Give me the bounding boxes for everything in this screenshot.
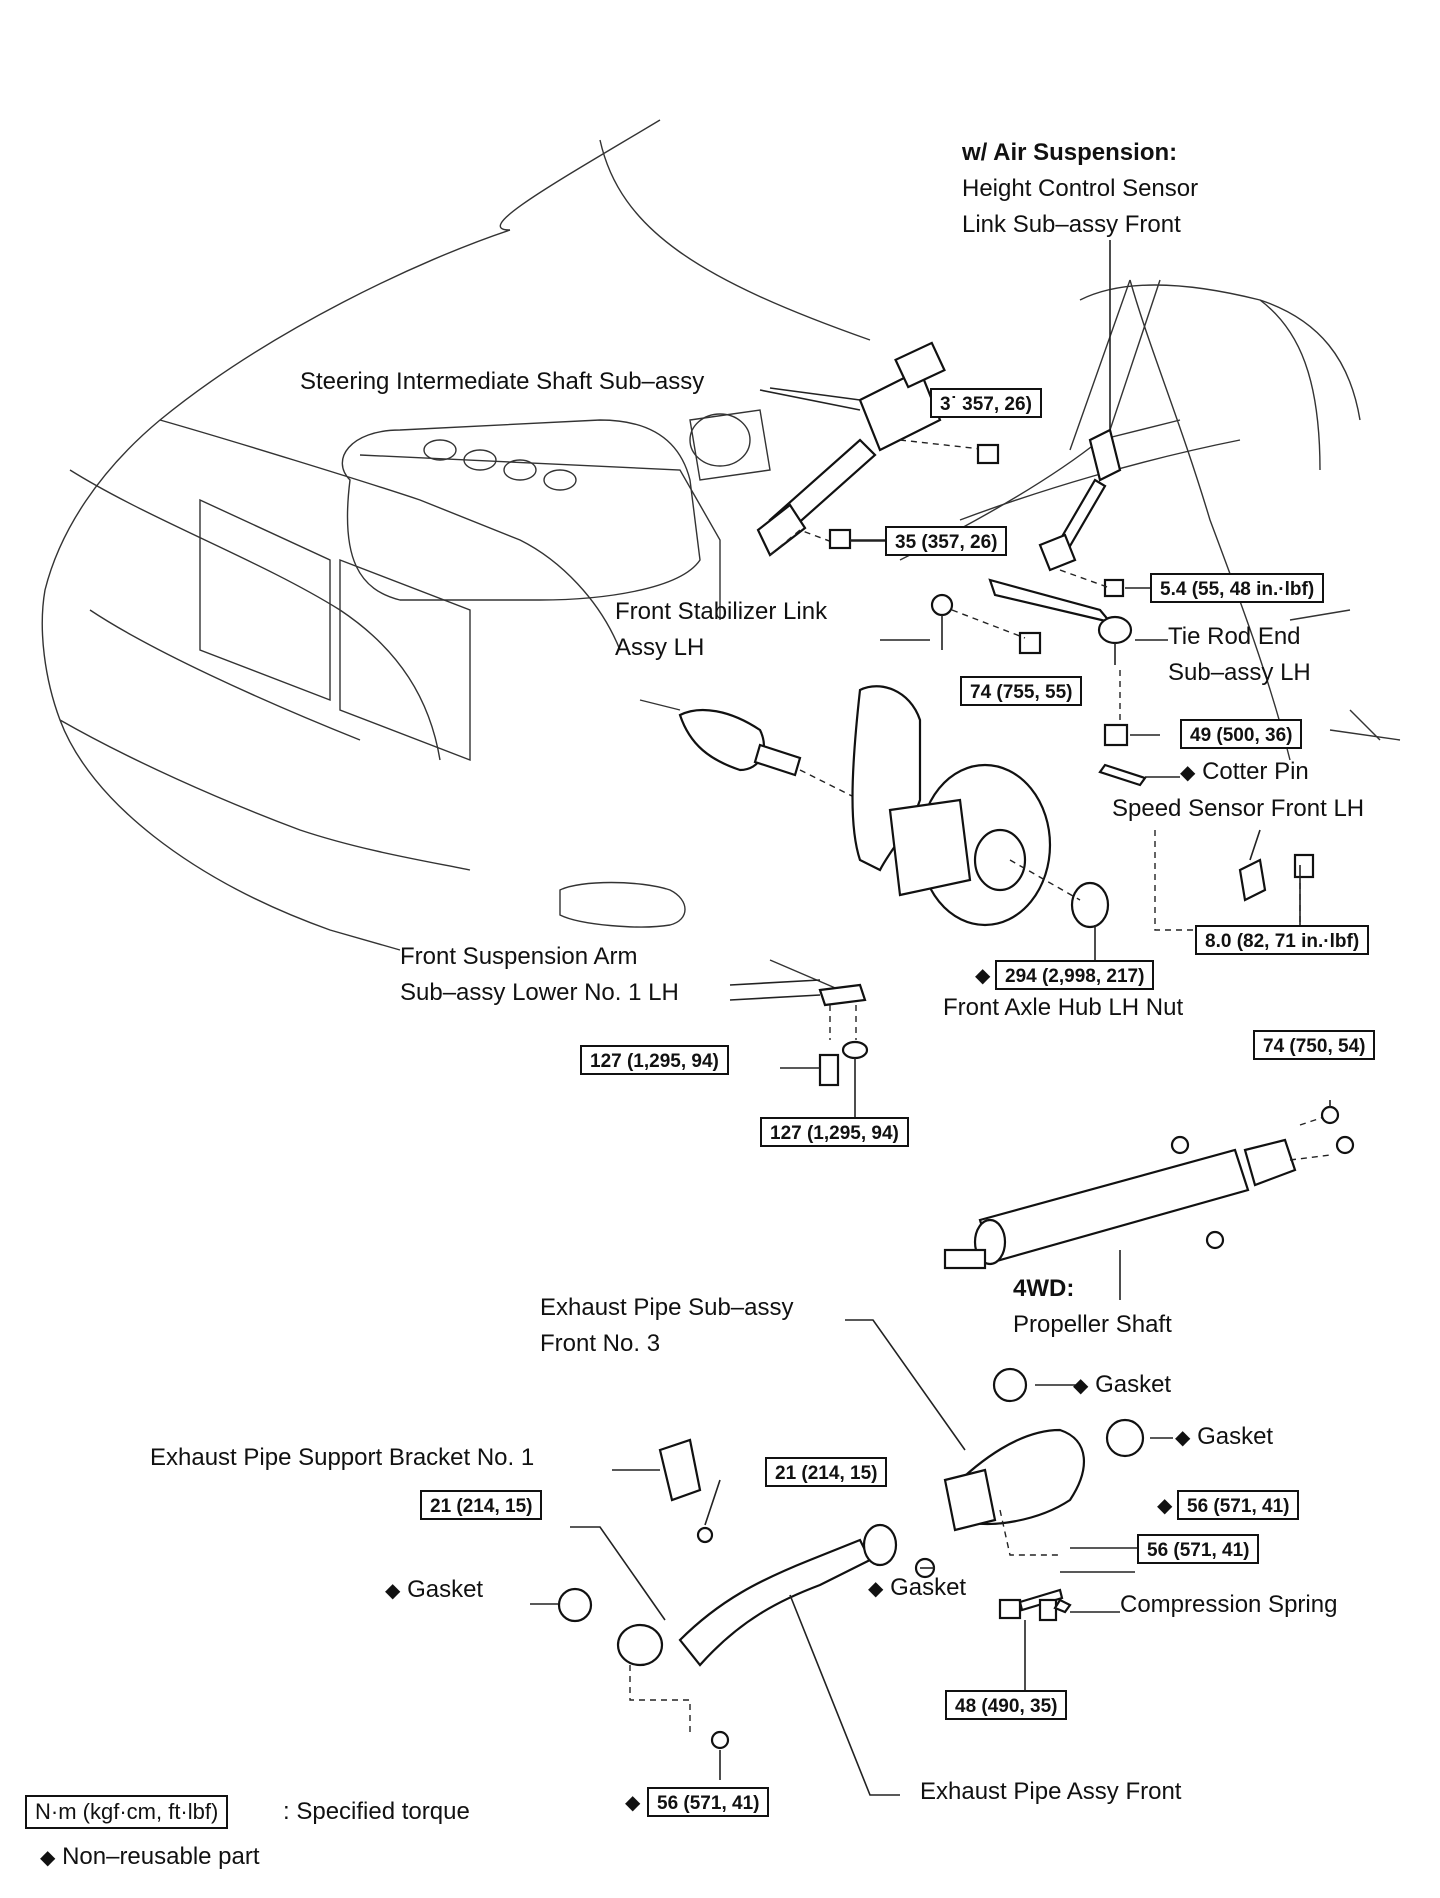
tie-rod-label-line2: Sub–assy LH <box>1168 659 1311 686</box>
speed-sensor-label: Speed Sensor Front LH <box>1112 795 1365 822</box>
propeller-shaft-label: Propeller Shaft <box>1013 1311 1172 1338</box>
stabilizer-label-line2: Assy LH <box>615 634 705 661</box>
speed-sensor <box>1154 829 1315 931</box>
leader-lines <box>530 387 1331 1796</box>
air-suspension-heading: w/ Air Suspension: <box>962 139 1178 166</box>
exhaust-system <box>557 1367 1145 1750</box>
axle-nut-label: Front Axle Hub LH Nut <box>943 994 1184 1021</box>
torque-exh-bolt: 56 (571, 41) <box>1137 1534 1260 1564</box>
exh-lower-diamond-icon: ◆ <box>625 1792 641 1814</box>
susp-arm-label-line2: Sub–assy Lower No. 1 LH <box>400 979 679 1006</box>
steering-intermediate-shaft <box>756 341 1000 557</box>
axle-nut-diamond-icon: ◆ <box>975 965 991 987</box>
torque-spring-bolt: 48 (490, 35) <box>945 1690 1068 1720</box>
torque-speed-sensor: 8.0 (82, 71 in.·lbf) <box>1195 925 1370 955</box>
legend-torque-desc: : Specified torque <box>283 1798 470 1825</box>
fwd-label: 4WD: <box>1013 1275 1075 1302</box>
susp-arm-label-line1: Front Suspension Arm <box>400 943 638 970</box>
stabilizer-label-line1: Front Stabilizer Link <box>615 598 828 625</box>
torque-propeller: 74 (750, 54) <box>1253 1030 1376 1060</box>
gasket-label-4: ◆ Gasket <box>868 1574 967 1601</box>
lower-arm <box>769 959 869 1125</box>
torque-exh-pipe-bolt: 21 (214, 15) <box>420 1490 543 1520</box>
exh-front3-label-line2: Front No. 3 <box>540 1330 661 1357</box>
height-sensor-link <box>1038 240 1125 598</box>
non-reusable-diamond-icon: ◆ <box>868 1578 884 1600</box>
gasket-label-1: ◆ Gasket <box>1073 1371 1172 1398</box>
propeller-shaft <box>943 1105 1355 1300</box>
gasket-label-3: ◆ Gasket <box>385 1576 484 1603</box>
exh-front3-label-line1: Exhaust Pipe Sub–assy <box>540 1294 794 1321</box>
torque-steering-lower: 35 (357, 26) <box>885 526 1008 556</box>
tie-rod-end <box>988 578 1147 787</box>
exh-nut-diamond-icon: ◆ <box>1157 1495 1173 1517</box>
steering-knuckle <box>851 685 1110 929</box>
gasket-label-2: ◆ Gasket <box>1175 1423 1274 1450</box>
height-sensor-label-line1: Height Control Sensor <box>962 175 1199 202</box>
drive-shaft <box>639 699 881 811</box>
torque-stabilizer: 74 (755, 55) <box>960 676 1083 706</box>
non-reusable-diamond-icon: ◆ <box>385 1580 401 1602</box>
steering-shaft-label: Steering Intermediate Shaft Sub–assy <box>300 368 705 395</box>
torque-bracket-nut: 21 (214, 15) <box>765 1457 888 1487</box>
torque-tie-rod: 49 (500, 36) <box>1180 719 1303 749</box>
torque-height-sensor: 5.4 (55, 48 in.·lbf) <box>1150 573 1325 603</box>
legend-torque-unit-box: N·m (kgf·cm, ft·lbf) <box>25 1795 229 1829</box>
torque-steering-upper: 3˙ 357, 26) <box>930 388 1042 418</box>
compression-spring-label: Compression Spring <box>1120 1591 1338 1618</box>
non-reusable-diamond-icon: ◆ <box>1180 762 1196 784</box>
torque-arm-nut: 127 (1,295, 94) <box>760 1117 909 1147</box>
vehicle-body-outline <box>41 119 1401 951</box>
tie-rod-label-line1: Tie Rod End <box>1168 623 1301 650</box>
torque-axle-nut: 294 (2,998, 217) <box>995 960 1155 990</box>
non-reusable-diamond-icon: ◆ <box>1175 1427 1191 1449</box>
non-reusable-diamond-icon: ◆ <box>40 1847 56 1869</box>
engine-block <box>341 409 771 601</box>
torque-exh-nut-upper: 56 (571, 41) <box>1177 1490 1300 1520</box>
torque-exh-nut-lower: 56 (571, 41) <box>647 1787 770 1817</box>
bracket-label: Exhaust Pipe Support Bracket No. 1 <box>150 1444 535 1471</box>
exh-assy-front-label: Exhaust Pipe Assy Front <box>920 1778 1182 1805</box>
cotter-pin-label: ◆ Cotter Pin <box>1180 758 1309 785</box>
height-sensor-label-line2: Link Sub–assy Front <box>962 211 1181 238</box>
torque-arm-bolt: 127 (1,295, 94) <box>580 1045 729 1075</box>
stabilizer-link <box>880 593 1042 655</box>
legend-non-reusable: ◆ Non–reusable part <box>40 1843 260 1870</box>
non-reusable-diamond-icon: ◆ <box>1073 1375 1089 1397</box>
